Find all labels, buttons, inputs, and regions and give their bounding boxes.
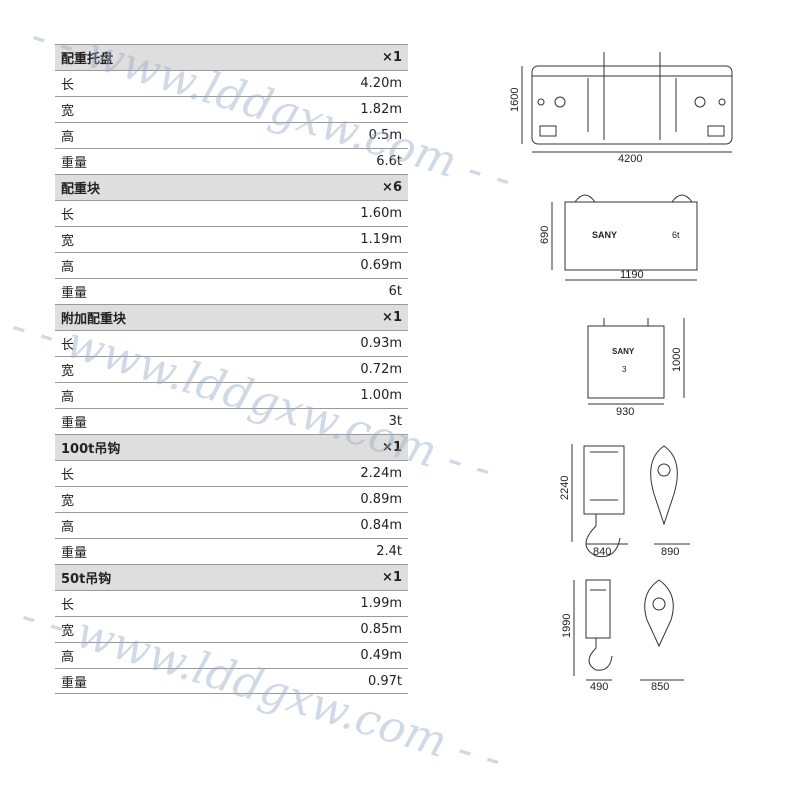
spec-key: 长 <box>61 338 75 353</box>
extra-brand-label: SANY <box>612 347 635 356</box>
spec-value: 2.4t <box>376 544 402 559</box>
hook50-height-label: 1990 <box>561 614 573 638</box>
spec-key: 高 <box>61 650 75 665</box>
spec-key: 宽 <box>61 624 75 639</box>
spec-table: 配重托盘 ×1 长 4.20m 宽 1.82m 高 0.5m 重量 6.6t 配重块 ×6 长 1.60m… <box>55 44 408 694</box>
spec-value: 0.72m <box>360 362 402 377</box>
section-name: 100t吊钩 <box>61 442 121 457</box>
section-header: 50t吊钩 ×1 <box>55 564 408 590</box>
spec-value: 1.99m <box>360 596 402 611</box>
spec-value: 2.24m <box>360 466 402 481</box>
section-name: 配重块 <box>61 182 101 197</box>
spec-value: 1.82m <box>360 102 402 117</box>
section-header: 配重块 ×6 <box>55 174 408 200</box>
spec-key: 高 <box>61 390 75 405</box>
section-qty: ×1 <box>382 440 402 455</box>
spec-value: 1.60m <box>360 206 402 221</box>
section-name: 附加配重块 <box>61 312 127 327</box>
spec-row: 宽 0.89m <box>55 486 408 512</box>
hook100-side-label: 890 <box>661 546 679 558</box>
spec-key: 长 <box>61 208 75 223</box>
spec-row: 高 0.5m <box>55 122 408 148</box>
spec-row: 高 0.84m <box>55 512 408 538</box>
spec-key: 宽 <box>61 364 75 379</box>
spec-row: 重量 0.97t <box>55 668 408 694</box>
spec-key: 宽 <box>61 104 75 119</box>
spec-row: 高 1.00m <box>55 382 408 408</box>
spec-key: 长 <box>61 598 75 613</box>
spec-value: 1.00m <box>360 388 402 403</box>
block-width-label: 1190 <box>620 269 644 281</box>
spec-row: 长 2.24m <box>55 460 408 486</box>
spec-row: 长 1.60m <box>55 200 408 226</box>
spec-value: 6.6t <box>376 154 402 169</box>
tray-drawing: 1600 4200 <box>509 52 733 165</box>
spec-value: 0.5m <box>368 128 402 143</box>
tray-width-label: 4200 <box>618 153 642 165</box>
hook100-width-label: 840 <box>593 546 611 558</box>
hook50-side-label: 850 <box>651 681 669 693</box>
spec-value: 0.69m <box>360 258 402 273</box>
section-name: 50t吊钩 <box>61 572 112 587</box>
extra-mark-label: 3 <box>622 365 627 374</box>
spec-key: 重量 <box>61 156 88 171</box>
spec-value: 1.19m <box>360 232 402 247</box>
spec-row: 宽 0.72m <box>55 356 408 382</box>
spec-row: 长 0.93m <box>55 330 408 356</box>
section-header: 配重托盘 ×1 <box>55 44 408 70</box>
spec-key: 宽 <box>61 494 75 509</box>
block-drawing: SANY 6t 690 1190 <box>539 194 698 281</box>
spec-row: 长 1.99m <box>55 590 408 616</box>
spec-key: 高 <box>61 130 75 145</box>
spec-row: 高 0.49m <box>55 642 408 668</box>
spec-value: 0.93m <box>360 336 402 351</box>
spec-key: 长 <box>61 468 75 483</box>
technical-drawings: 1600 4200 SANY 6t 690 1190 SANY 3 1000 9… <box>509 52 733 693</box>
spec-value: 0.89m <box>360 492 402 507</box>
hook100-height-label: 2240 <box>559 476 571 500</box>
spec-value: 0.97t <box>367 673 402 689</box>
spec-key: 宽 <box>61 234 75 249</box>
spec-key: 长 <box>61 78 75 93</box>
section-qty: ×1 <box>382 310 402 325</box>
spec-value: 0.85m <box>360 622 402 637</box>
block-height-label: 690 <box>539 226 551 244</box>
spec-value: 3t <box>388 414 402 429</box>
spec-key: 重量 <box>61 416 88 431</box>
section-qty: ×1 <box>382 570 402 585</box>
spec-value: 0.49m <box>360 648 402 663</box>
extra-height-label: 1000 <box>671 348 683 372</box>
extra-width-label: 930 <box>616 406 634 418</box>
spec-row: 宽 0.85m <box>55 616 408 642</box>
spec-key: 重量 <box>61 546 88 561</box>
spec-key: 高 <box>61 260 75 275</box>
spec-value: 4.20m <box>360 76 402 91</box>
section-header: 附加配重块 ×1 <box>55 304 408 330</box>
hook50-width-label: 490 <box>590 681 608 693</box>
spec-value: 6t <box>388 284 402 299</box>
section-qty: ×1 <box>382 50 402 65</box>
section-qty: ×6 <box>382 180 402 195</box>
spec-row: 重量 3t <box>55 408 408 434</box>
block-brand-label: SANY <box>592 230 617 240</box>
spec-value: 0.84m <box>360 518 402 533</box>
spec-key: 高 <box>61 520 75 535</box>
extra-block-drawing: SANY 3 1000 930 <box>587 318 685 418</box>
spec-row: 宽 1.82m <box>55 96 408 122</box>
spec-row: 高 0.69m <box>55 252 408 278</box>
hook50-drawing: 1990 490 850 <box>561 579 684 693</box>
section-name: 配重托盘 <box>61 52 114 67</box>
spec-row: 长 4.20m <box>55 70 408 96</box>
block-mark-label: 6t <box>672 230 680 240</box>
hook100-drawing: 2240 840 890 <box>559 444 690 558</box>
section-header: 100t吊钩 ×1 <box>55 434 408 460</box>
spec-row: 重量 2.4t <box>55 538 408 564</box>
spec-key: 重量 <box>61 675 88 691</box>
spec-row: 重量 6t <box>55 278 408 304</box>
spec-row: 宽 1.19m <box>55 226 408 252</box>
spec-key: 重量 <box>61 286 88 301</box>
tray-height-label: 1600 <box>509 88 521 112</box>
spec-row: 重量 6.6t <box>55 148 408 174</box>
